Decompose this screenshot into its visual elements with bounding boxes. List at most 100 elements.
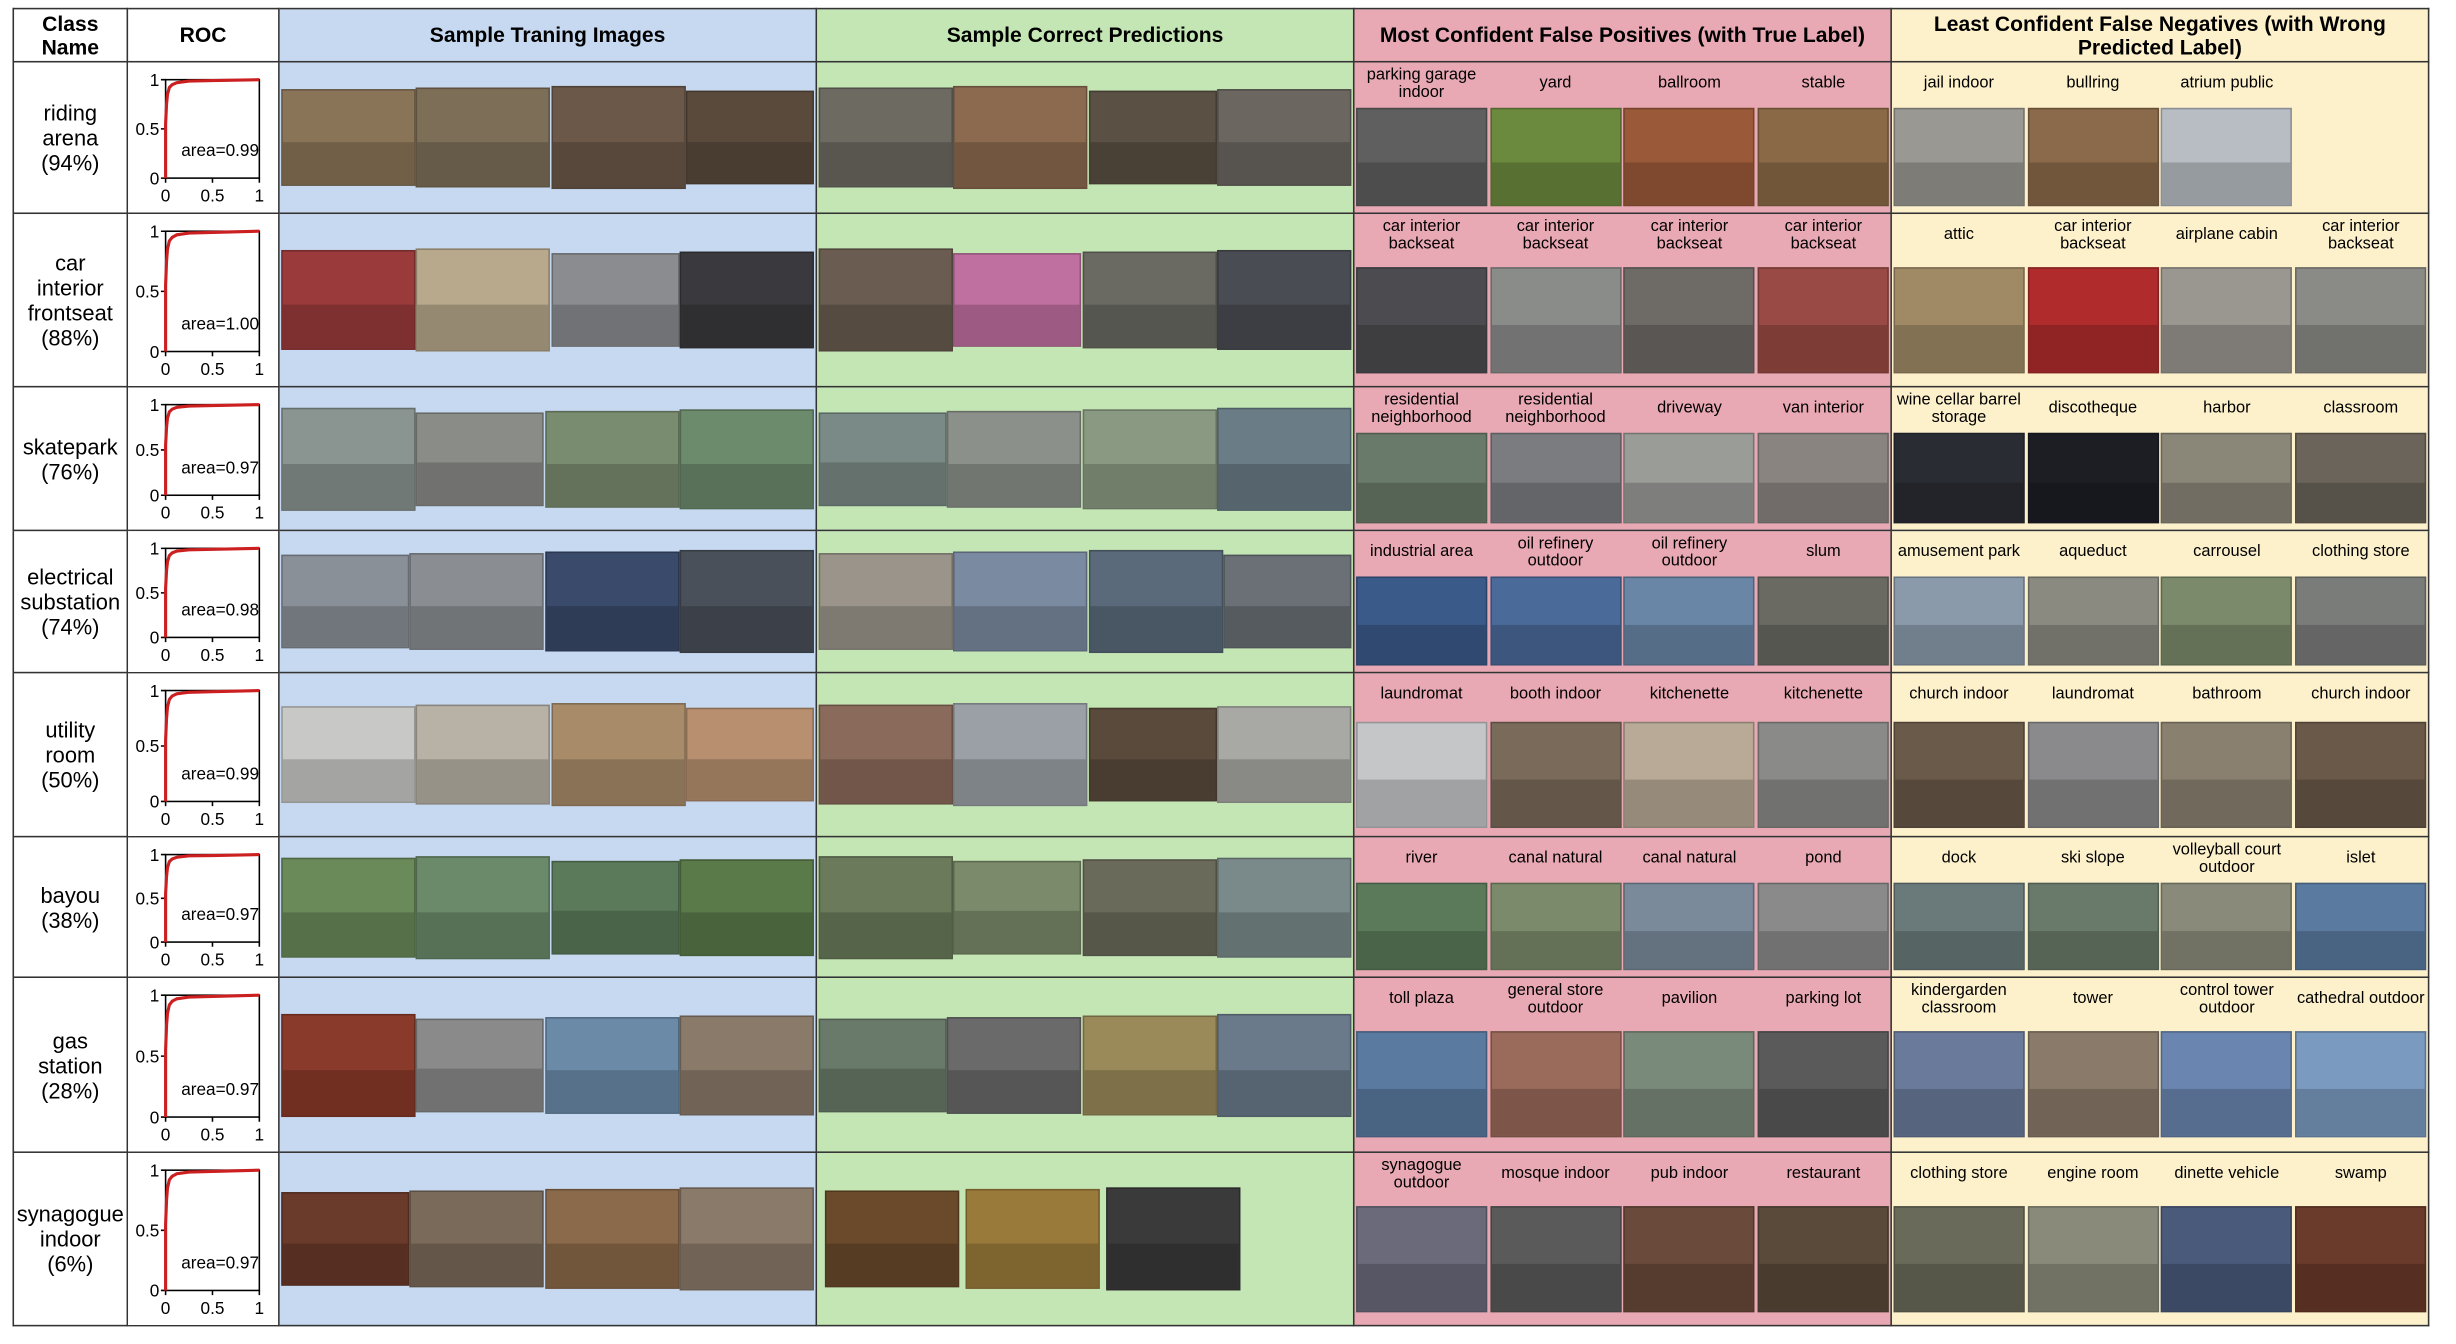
correct-image	[1216, 1013, 1352, 1117]
false-positive-item: booth indoor	[1489, 674, 1622, 835]
roc-y-tick-label: 0.5	[135, 888, 159, 908]
false-positive-item: pub indoor	[1623, 1154, 1756, 1324]
false-negative-image-wrap	[2295, 877, 2427, 975]
roc-x-tick-label: 1	[255, 185, 265, 205]
false-negative-image	[2027, 1205, 2159, 1312]
false-negative-label: laundromat	[2051, 684, 2134, 704]
false-positive-item: stable	[1757, 63, 1890, 211]
false-negative-image-wrap	[2295, 1193, 2427, 1324]
false-positive-label: canal natural	[1508, 848, 1603, 868]
roc-curve	[164, 1167, 260, 1290]
correct-image	[947, 1016, 1082, 1114]
false-positive-image	[1489, 1031, 1622, 1138]
false-negative-item: clothing store	[2295, 532, 2427, 671]
false-negative-label: bullring	[2066, 73, 2120, 93]
false-negative-label: volleyball court outdoor	[2172, 839, 2282, 876]
correct-image	[953, 860, 1082, 954]
train-image	[685, 90, 814, 185]
roc-curve	[164, 77, 260, 178]
roc-y-tick-label: 0.5	[135, 735, 159, 755]
false-negative-item: classroom	[2295, 388, 2427, 529]
roc-x-tick-label: 0	[161, 644, 171, 664]
false-positive-item: car interior backseat	[1489, 215, 1622, 385]
false-negative-image-wrap	[2161, 427, 2293, 529]
false-positive-item: car interior backseat	[1757, 215, 1890, 385]
false-negative-label: atrium public	[2180, 73, 2274, 93]
correct-image	[818, 248, 954, 352]
roc-area-label: area=0.99	[181, 763, 259, 783]
false-negative-label: church indoor	[2311, 684, 2411, 704]
roc-x-tick-label: 0.5	[201, 808, 225, 828]
roc-x-tick-label: 1	[255, 1297, 265, 1317]
train-image	[679, 1187, 814, 1291]
roc-x-tick-label: 1	[255, 1124, 265, 1144]
false-positive-item: driveway	[1623, 388, 1756, 529]
header-false-positives: Most Confident False Positives (with Tru…	[1352, 7, 1892, 63]
correct-image	[1216, 249, 1352, 350]
false-negative-image-wrap	[2027, 427, 2159, 529]
roc-y-tick-label: 0	[150, 1107, 160, 1127]
false-positive-image	[1489, 882, 1622, 971]
false-positive-image-wrap	[1355, 877, 1488, 975]
results-table: Class Name ROC Sample Traning Images Sam…	[12, 7, 2430, 1327]
train-images-cell	[278, 976, 818, 1153]
train-image-row	[280, 838, 814, 975]
class-name-cell: bayou(38%)	[12, 835, 129, 978]
false-positive-image-wrap	[1355, 571, 1488, 671]
correct-predictions-cell	[815, 976, 1355, 1153]
false-negative-image	[1893, 576, 2025, 666]
false-negative-label: car interior backseat	[2054, 216, 2132, 253]
false-positive-image-wrap	[1489, 1018, 1622, 1151]
false-negative-item: harbor	[2161, 388, 2293, 529]
false-negative-image	[2161, 721, 2293, 828]
false-positive-image	[1757, 576, 1890, 666]
roc-curve	[164, 546, 260, 637]
roc-y-tick-label: 0.5	[135, 1220, 159, 1240]
correct-image	[1082, 251, 1217, 349]
false-negative-image-wrap	[1893, 254, 2025, 385]
roc-curve	[164, 402, 260, 495]
false-positive-image	[1489, 107, 1622, 207]
class-name-line: utility	[45, 717, 96, 743]
class-name-line: station	[38, 1052, 103, 1078]
train-images-cell	[278, 212, 818, 388]
train-image	[416, 855, 551, 959]
roc-y-tick-label: 1	[150, 985, 160, 1005]
false-negative-item: bullring	[2027, 63, 2159, 211]
false-positive-item: toll plaza	[1355, 979, 1488, 1151]
false-positive-image-wrap	[1757, 254, 1890, 385]
roc-x-tick-label: 1	[255, 502, 265, 522]
correct-image	[1082, 1014, 1217, 1115]
correct-predictions-cell	[815, 385, 1355, 532]
false-positive-item: parking garage indoor	[1355, 63, 1488, 211]
roc-y-tick-label: 0	[150, 1280, 160, 1300]
roc-x-tick-label: 0	[161, 1124, 171, 1144]
false-positive-image-wrap	[1489, 427, 1622, 529]
train-image	[544, 551, 680, 652]
false-positive-item: slum	[1757, 532, 1890, 671]
false-positive-image	[1757, 1205, 1890, 1312]
false-positive-image	[1623, 1031, 1756, 1138]
roc-x-tick-label: 0.5	[201, 1297, 225, 1317]
header-roc: ROC	[126, 7, 280, 63]
false-positive-label: toll plaza	[1389, 988, 1454, 1008]
class-name-line: (28%)	[41, 1077, 100, 1103]
false-positive-item: van interior	[1757, 388, 1890, 529]
class-name-line: (94%)	[41, 149, 100, 175]
false-positive-image	[1489, 266, 1622, 373]
train-image	[281, 406, 416, 511]
false-positive-image-wrap	[1489, 1193, 1622, 1324]
false-positive-image-wrap	[1355, 102, 1488, 211]
roc-x-tick-label: 1	[255, 358, 265, 378]
false-positive-image-wrap	[1623, 877, 1756, 975]
false-positive-image	[1355, 266, 1488, 373]
train-image	[416, 1017, 545, 1112]
